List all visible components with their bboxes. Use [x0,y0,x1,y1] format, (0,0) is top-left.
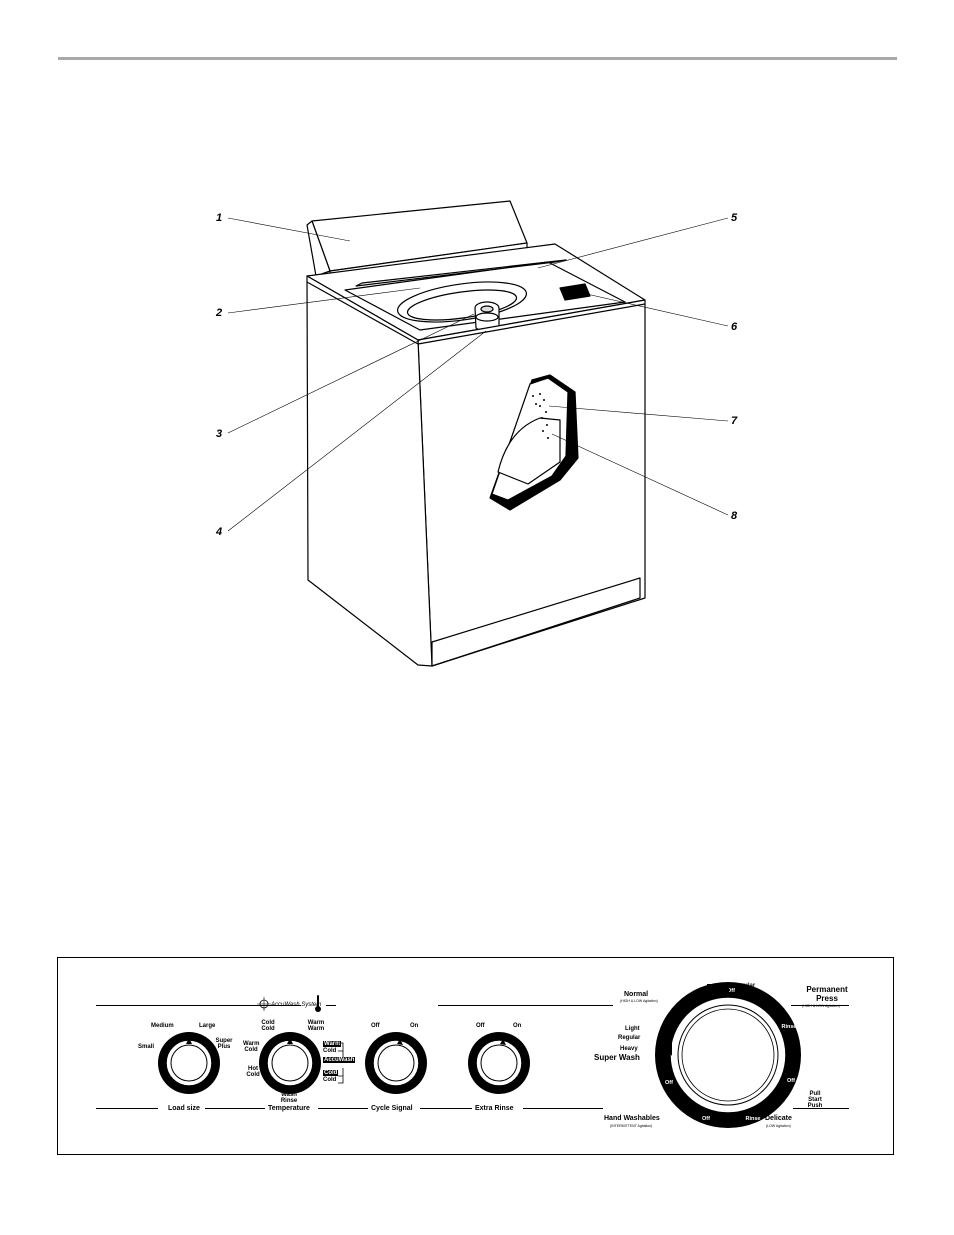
accuwash-target-icon [257,997,271,1011]
load-size-label: Load size [168,1105,200,1112]
super-wash-light: Light [625,1026,640,1032]
panel-rule [420,1108,472,1109]
panel-rule [438,1005,613,1006]
temp-warm-warm-label: Warm Warm [307,1020,325,1032]
cycle-signal-knob[interactable] [363,1030,429,1096]
temp-side-accuwash: AccuWash [323,1057,356,1063]
callout-3: 3 [216,428,223,440]
dial-off-top: Off [727,988,735,994]
super-wash-heavy: Heavy [620,1046,638,1052]
panel-rule [96,1108,158,1109]
wash-rinse-label: Wash Rinse [280,1092,298,1104]
cabinet-side [306,275,433,667]
hand-washables-label: Hand Washables [604,1115,660,1122]
panel-rule [791,1005,849,1006]
extra-rinse-knob[interactable] [466,1030,532,1096]
temp-hot-cold-label: Hot Cold [246,1066,260,1078]
lid-switch [559,283,591,301]
cycle-signal-off-label: Off [371,1023,380,1029]
temp-side-cold-3: Cold [323,1077,337,1083]
load-super-plus-label: Super Plus [215,1038,233,1050]
lid [355,259,567,287]
extra-rinse-label: Extra Rinse [475,1105,514,1112]
regular-light-label: Regular Light [732,983,756,995]
temperature-label: Temperature [268,1105,310,1112]
callout-2: 2 [216,307,223,319]
delicate-note: (LOW Agitation) [766,1124,791,1128]
temp-bracket [338,1042,344,1084]
dial-rinse-bottom: Rinse [746,1116,761,1122]
temp-side-cold-2: Cold [323,1070,339,1076]
cycle-dial[interactable]: Off Rinse Off Rinse Off Off [653,980,803,1130]
temp-side-cold: Cold [323,1048,337,1054]
callout-4: 4 [216,526,223,538]
thermometer-icon [315,995,321,1012]
temp-side-warm: Warm [323,1041,342,1047]
dial-rinse-right: Rinse [782,1024,797,1030]
callout-6: 6 [731,321,738,333]
normal-cycle-note: (HIGH & LOW Agitation) [620,999,658,1003]
panel-rule [318,1108,368,1109]
tub [396,281,528,323]
accuwash-system-label: AccuWash System [271,1002,322,1008]
dial-off-right: Off [787,1078,795,1084]
temp-warm-cold-label: Warm Cold [243,1041,260,1053]
callout-7: 7 [731,415,738,427]
permanent-press-note: (HIGH & LOW Agitation) [802,1004,840,1008]
temperature-knob[interactable] [257,1030,323,1096]
load-size-knob[interactable] [156,1030,222,1096]
callout-5: 5 [731,212,738,224]
dial-off-bottom: Off [702,1116,710,1122]
permanent-press-label: Permanent Press [806,985,848,1003]
panel-rule [205,1108,265,1109]
panel-rule [793,1108,849,1109]
leader-lines [227,217,729,532]
super-wash-regular: Regular [618,1035,641,1041]
panel-rule [96,1005,301,1006]
extra-rinse-on-label: On [513,1023,522,1029]
load-small-label: Small [138,1044,155,1050]
super-wash-label: Super Wash [594,1053,640,1062]
control-panel: AccuWash System Small Medium Large Super… [57,957,894,1155]
panel-rule [326,1005,336,1006]
dial-off-left: Off [665,1080,673,1086]
delicate-label: Delicate [765,1115,792,1122]
page-top-rule [58,57,897,60]
cycle-signal-label: Cycle Signal [371,1105,413,1112]
hand-washables-note: (INTERMITTENT Agitation) [610,1124,653,1128]
pull-start-push-label: Pull Start Push [807,1091,823,1109]
load-medium-label: Medium [151,1023,174,1029]
load-large-label: Large [199,1023,216,1029]
normal-cycle-label: Normal [624,991,649,998]
cycle-signal-on-label: On [410,1023,419,1029]
extra-rinse-off-label: Off [476,1023,485,1029]
washer-illustration [227,200,729,667]
callout-8: 8 [731,510,738,522]
panel-rule [523,1108,603,1109]
callout-1: 1 [216,212,223,224]
temp-cold-cold-label: Cold Cold [261,1020,275,1032]
